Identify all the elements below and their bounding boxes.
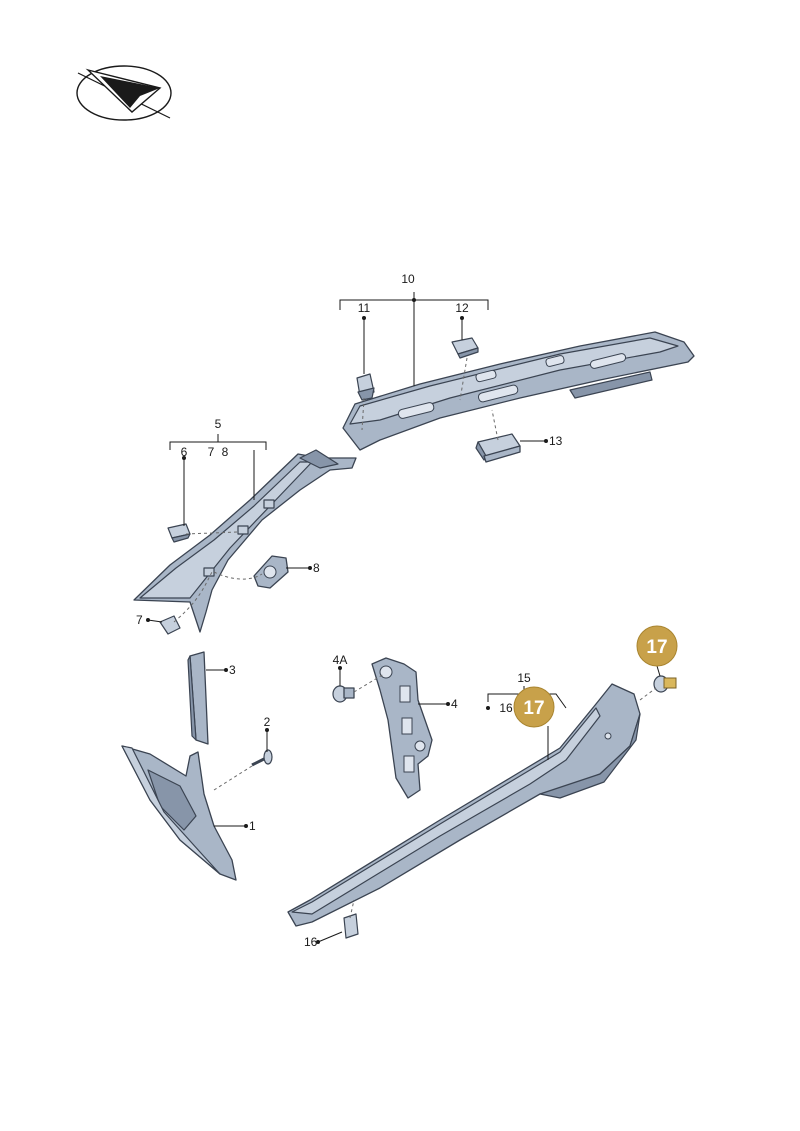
part-16-clip (343, 913, 359, 939)
part-12-clip (451, 337, 479, 359)
part-5-a-pillar-trim (133, 449, 357, 633)
callout-7-group: 7 (208, 445, 215, 459)
part-3-trim-strip (187, 651, 209, 745)
callout-8: 8 (313, 561, 320, 575)
callout-3: 3 (229, 663, 236, 677)
part-6-clip (167, 523, 191, 543)
part-7-clip (159, 615, 181, 635)
callout-11: 11 (358, 301, 371, 315)
part-4-bracket (371, 657, 433, 799)
part-11-clip (356, 373, 375, 401)
callout-5: 5 (215, 417, 222, 431)
part-4a-grommet (332, 685, 355, 703)
part-1-b-pillar-lower-trim (121, 745, 237, 881)
callout-2: 2 (264, 715, 271, 729)
assembly-dashed-lines (173, 357, 657, 919)
part-10-roof-bracket (342, 331, 695, 451)
callout-15: 15 (517, 671, 531, 685)
callout-4a: 4A (333, 653, 348, 667)
callout-12: 12 (455, 301, 469, 315)
callout-10: 10 (401, 272, 415, 286)
badge-17-upper[interactable]: 17 (636, 625, 678, 667)
callout-7: 7 (136, 613, 143, 627)
badge-17-upper-text: 17 (646, 637, 667, 658)
callout-13: 13 (549, 434, 563, 448)
badge-17-lower[interactable]: 17 (513, 686, 555, 728)
callout-8-group: 8 (222, 445, 229, 459)
badge-17-lower-text: 17 (523, 698, 544, 719)
part-15-sill-trim (287, 683, 641, 927)
part-13-holder (475, 433, 521, 463)
part-8-cover (253, 555, 289, 589)
callout-6: 6 (181, 445, 188, 459)
callout-4: 4 (451, 697, 458, 711)
callout-1: 1 (249, 819, 256, 833)
part-17-screw (653, 675, 677, 693)
part-2-screw (251, 749, 273, 767)
callout-16-group: 16 (499, 701, 513, 715)
paper-plane-check-logo-icon (76, 65, 172, 121)
callout-16: 16 (304, 935, 318, 949)
leader-dots (146, 298, 548, 944)
callout-labels: 10 11 12 13 5 6 7 8 8 7 3 2 1 4A 4 15 16… (136, 272, 563, 949)
